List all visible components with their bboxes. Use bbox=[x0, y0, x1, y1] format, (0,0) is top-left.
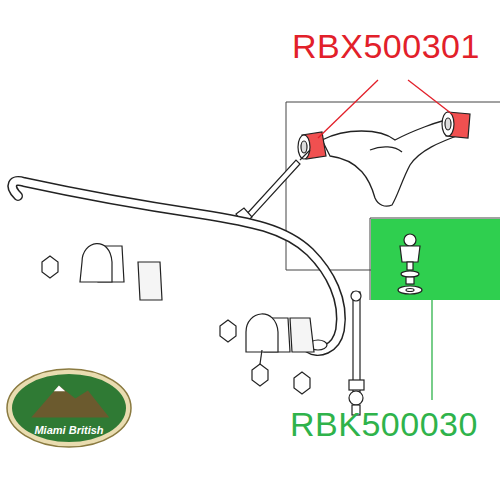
leader-line bbox=[318, 80, 452, 138]
logo-badge: Miami British bbox=[6, 368, 132, 448]
upper-arm bbox=[322, 118, 462, 206]
logo-rim bbox=[7, 369, 131, 447]
arm-bolt bbox=[236, 150, 310, 224]
arm-bushing bbox=[298, 112, 470, 159]
logo-mountain bbox=[31, 386, 109, 418]
part-number: RBX500301 bbox=[292, 28, 480, 65]
part-number: RBK500030 bbox=[290, 406, 478, 443]
logo-snowcap bbox=[54, 386, 65, 392]
logo-oval bbox=[6, 368, 132, 448]
bar-bushing bbox=[80, 244, 314, 352]
leader-line bbox=[431, 300, 432, 400]
detail-frame bbox=[286, 102, 500, 300]
ball-joint bbox=[398, 234, 422, 294]
drop-link bbox=[309, 291, 364, 415]
ball-joint-panel bbox=[371, 219, 500, 300]
logo-text: Miami British bbox=[6, 424, 132, 436]
